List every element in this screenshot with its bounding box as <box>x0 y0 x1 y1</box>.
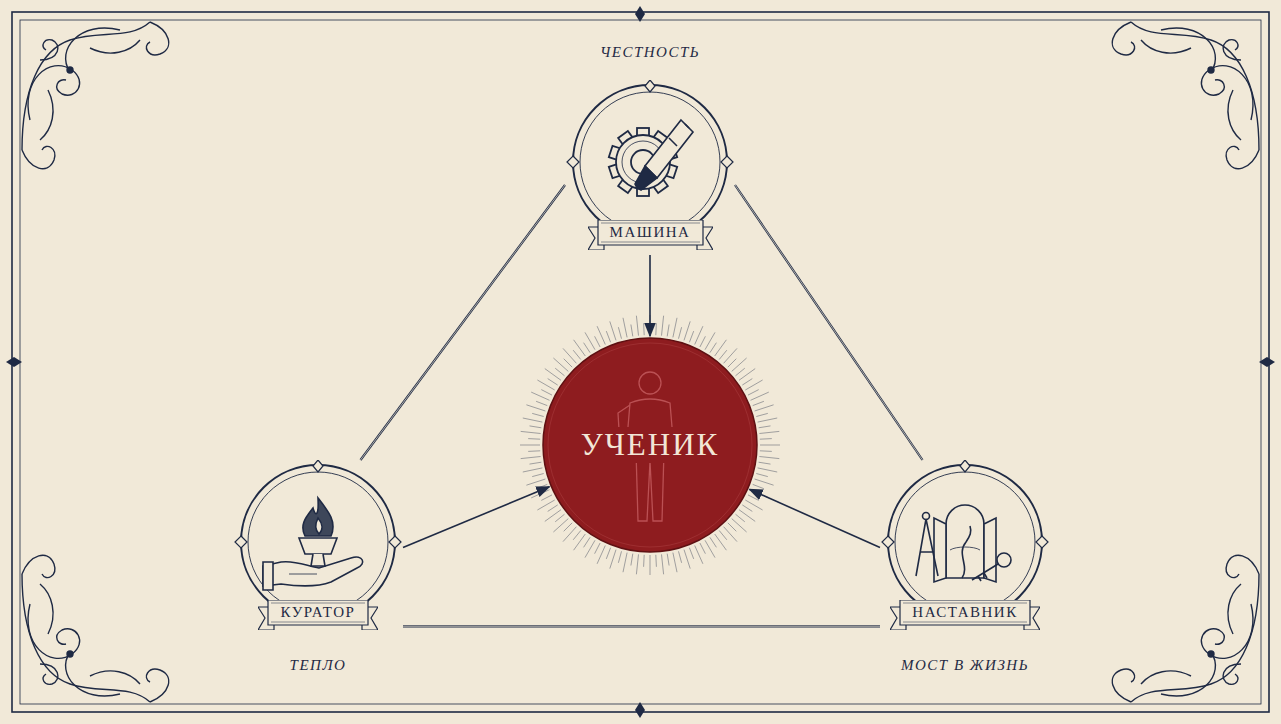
core-circle: УЧЕНИК <box>542 337 758 553</box>
medallion-node: НАСТАВНИКМОСТ В ЖИЗНЬ <box>880 460 1050 635</box>
triangle-side <box>403 625 880 627</box>
triangle-side-inlay <box>735 185 923 460</box>
ribbon-label: МАШИНА <box>588 220 713 244</box>
triangle-side-inlay <box>361 185 566 460</box>
influence-arrow <box>649 255 651 336</box>
virtue-label: ТЕПЛО <box>290 657 347 674</box>
ribbon-label: КУРАТОР <box>258 600 378 624</box>
name-ribbon: МАШИНА <box>588 220 713 250</box>
name-ribbon: НАСТАВНИК <box>890 600 1040 630</box>
core-label: УЧЕНИК <box>577 427 723 463</box>
influence-arrow <box>403 487 549 548</box>
influence-arrow <box>750 489 880 547</box>
virtue-label: ЧЕСТНОСТЬ <box>600 44 700 61</box>
medallion-node: КУРАТОРТЕПЛО <box>233 460 403 635</box>
name-ribbon: КУРАТОР <box>258 600 378 630</box>
ribbon-label: НАСТАВНИК <box>890 600 1040 624</box>
triangle-side-inlay <box>403 626 880 627</box>
triangle-side <box>735 185 923 460</box>
virtue-label: МОСТ В ЖИЗНЬ <box>901 657 1029 674</box>
medallion-node: ЧЕСТНОСТЬМАШИНА <box>565 80 735 255</box>
triangle-side <box>361 185 566 460</box>
